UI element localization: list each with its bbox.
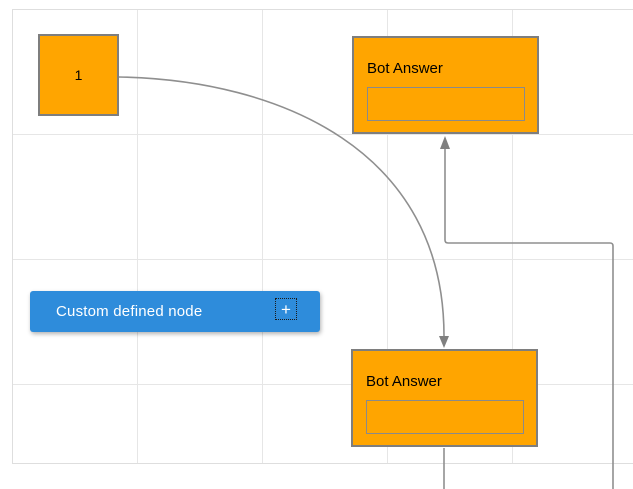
- custom-defined-node[interactable]: Custom defined node +: [30, 291, 320, 332]
- connector-curve-start-to-bottom[interactable]: [118, 76, 445, 337]
- bot-answer-field[interactable]: [366, 400, 524, 434]
- connector-ortho-to-top[interactable]: [444, 149, 614, 489]
- plus-icon: +: [281, 299, 291, 319]
- canvas-border: [12, 9, 633, 464]
- add-port-button[interactable]: +: [275, 298, 297, 320]
- start-node[interactable]: 1: [38, 34, 119, 116]
- bot-answer-title: Bot Answer: [366, 373, 442, 390]
- bot-answer-title: Bot Answer: [367, 60, 443, 77]
- bot-answer-node-top[interactable]: Bot Answer: [352, 36, 539, 134]
- custom-node-label: Custom defined node: [56, 303, 203, 320]
- start-node-label: 1: [74, 67, 83, 83]
- bot-answer-node-bottom[interactable]: Bot Answer: [351, 349, 538, 447]
- bot-answer-field[interactable]: [367, 87, 525, 121]
